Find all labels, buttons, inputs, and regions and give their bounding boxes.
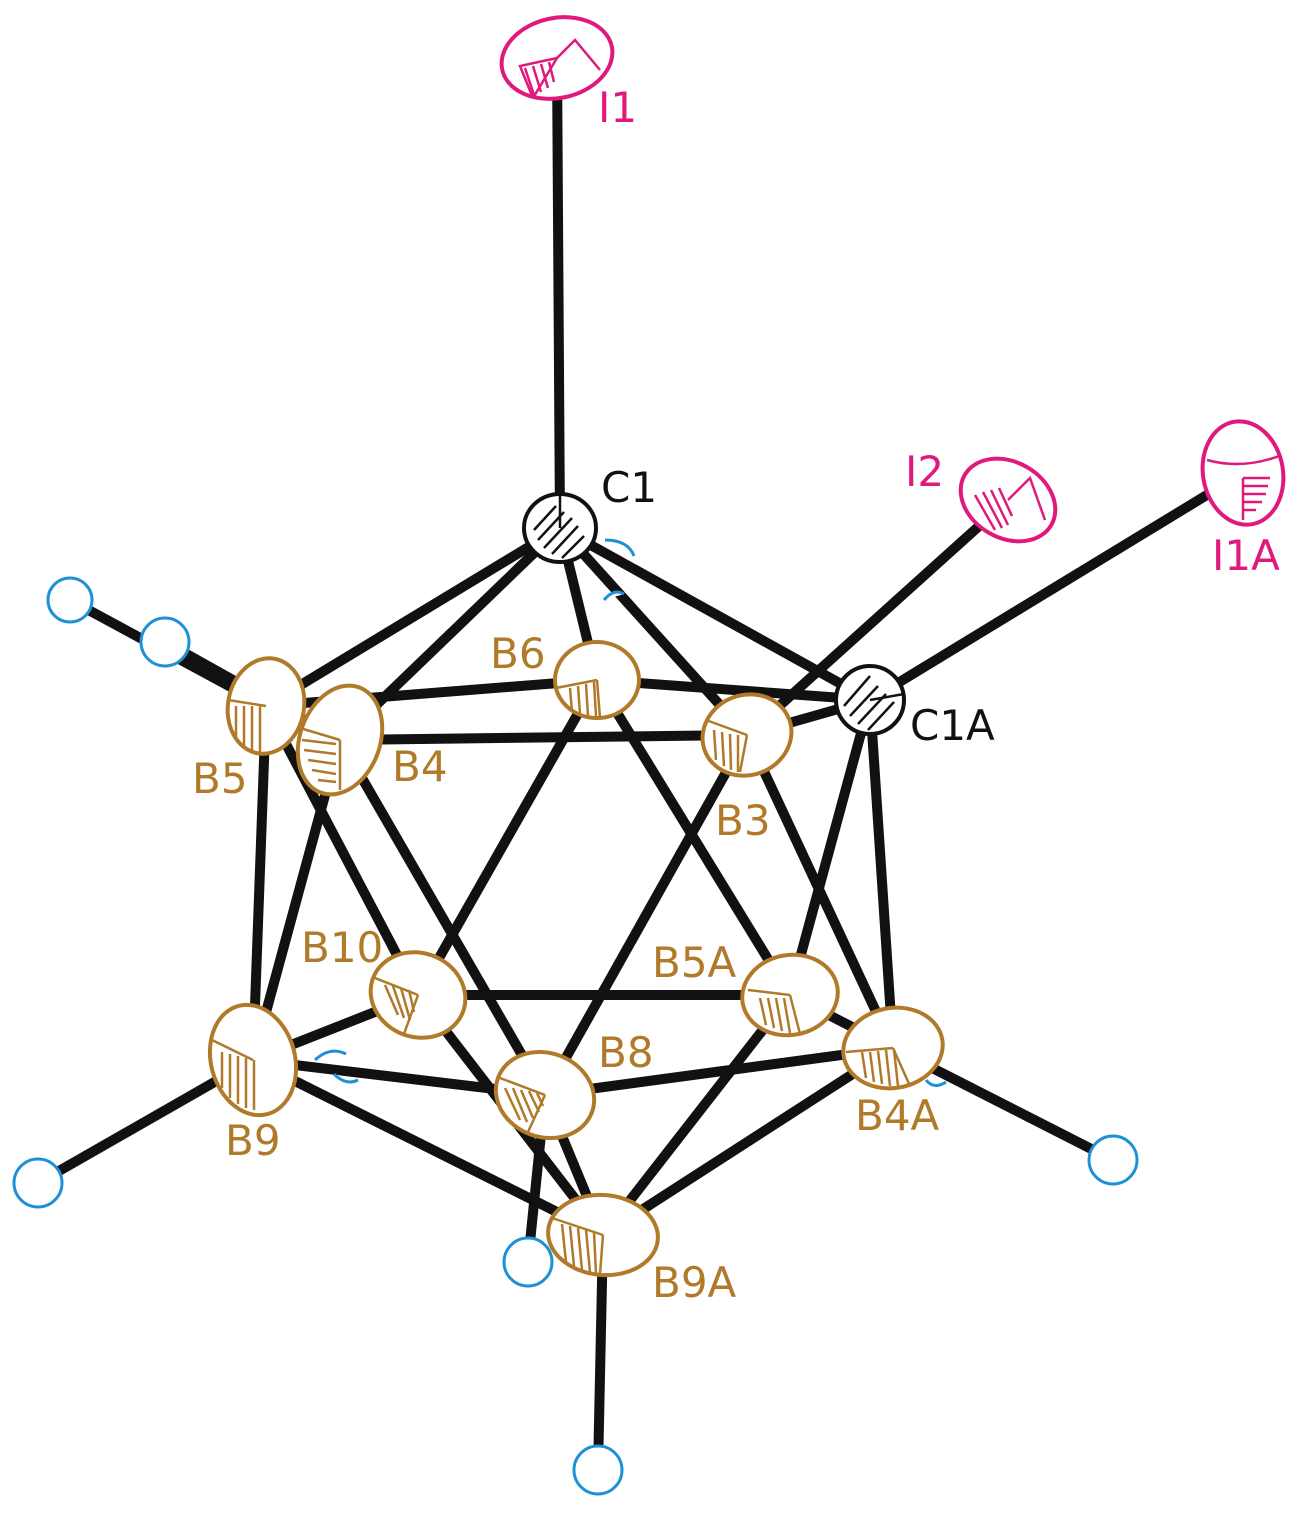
label-b9: B9	[225, 1116, 281, 1165]
label-b4a: B4A	[855, 1091, 940, 1140]
bond-b8-b4a	[540, 1043, 898, 1100]
hydrogen-atom-b9-partial	[332, 1072, 359, 1084]
label-i1a: I1A	[1212, 531, 1280, 580]
label-c1: C1	[601, 463, 657, 512]
atom-i2	[958, 456, 1058, 544]
bond-b9-b9a	[248, 1055, 608, 1240]
hydrogen-atom-b9a	[572, 1444, 624, 1496]
bond-c1-b5	[261, 523, 565, 711]
atom-b6	[553, 640, 641, 720]
atom-b3	[700, 692, 794, 778]
hydrogen-atom-b5	[46, 576, 94, 624]
hydrogen-atoms	[12, 538, 1139, 1496]
bond-c1a-b4a	[865, 695, 898, 1053]
bond-b4-b3	[335, 730, 752, 745]
bond-c1-i1	[552, 53, 565, 533]
atom-c1a	[834, 664, 906, 736]
bond-b5-b10	[261, 701, 423, 1000]
bond-b4-b8	[335, 735, 550, 1100]
atom-b4a	[841, 1005, 945, 1091]
label-c1a: C1A	[910, 701, 995, 750]
bond-b6-c1a	[592, 675, 875, 705]
label-b6: B6	[490, 629, 546, 678]
hydrogen-atom-b4	[139, 616, 191, 668]
atom-i1	[499, 15, 615, 101]
atom-b10	[368, 950, 468, 1040]
atom-b5a	[740, 952, 840, 1038]
hydrogen-atom-b9	[12, 1157, 64, 1209]
bond-b3-b8	[540, 730, 752, 1100]
bond-b4a-b9a	[598, 1043, 898, 1240]
atom-b4	[295, 683, 385, 797]
label-b5: B5	[192, 754, 248, 803]
atom-b5	[225, 656, 307, 756]
label-b3: B3	[715, 796, 771, 845]
bond-b3-i2	[742, 495, 1013, 740]
label-b5a: B5A	[652, 938, 737, 987]
hydrogen-atom-b10-partial	[313, 1049, 347, 1062]
bond-b5-b9	[248, 701, 271, 1065]
hydrogen-atom-b4a	[1087, 1134, 1139, 1186]
hydrogen-atom-b4a-partial	[924, 1078, 947, 1087]
bond-b5a-c1a	[785, 695, 875, 1000]
label-i2: I2	[905, 447, 944, 496]
hydrogen-atom-b6-partial	[602, 590, 625, 601]
atom-i1a	[1200, 419, 1286, 527]
label-b8: B8	[598, 1028, 654, 1077]
bond-c1-b3	[555, 523, 752, 740]
atom-c1	[522, 492, 598, 564]
label-i1: I1	[598, 83, 637, 132]
atom-labels: I1 I2 I1A C1 C1A B6 B5 B4 B3 B10 B5A B8 …	[192, 83, 1280, 1307]
atom-b9a	[546, 1192, 660, 1278]
atom-b9	[207, 1002, 299, 1118]
hydrogen-atom-b8	[502, 1236, 554, 1288]
bond-b10-b6	[413, 675, 602, 1000]
hydrogen-atom-c1-partial	[604, 538, 636, 557]
atom-b8	[493, 1049, 597, 1141]
label-b4: B4	[392, 742, 448, 791]
label-b10: B10	[301, 923, 383, 972]
bond-b3-b4a	[742, 730, 898, 1053]
label-b9a: B9A	[652, 1258, 737, 1307]
bond-b5a-b9a	[598, 990, 795, 1240]
atoms	[207, 15, 1286, 1278]
bond-c1a-i1a	[865, 468, 1248, 705]
